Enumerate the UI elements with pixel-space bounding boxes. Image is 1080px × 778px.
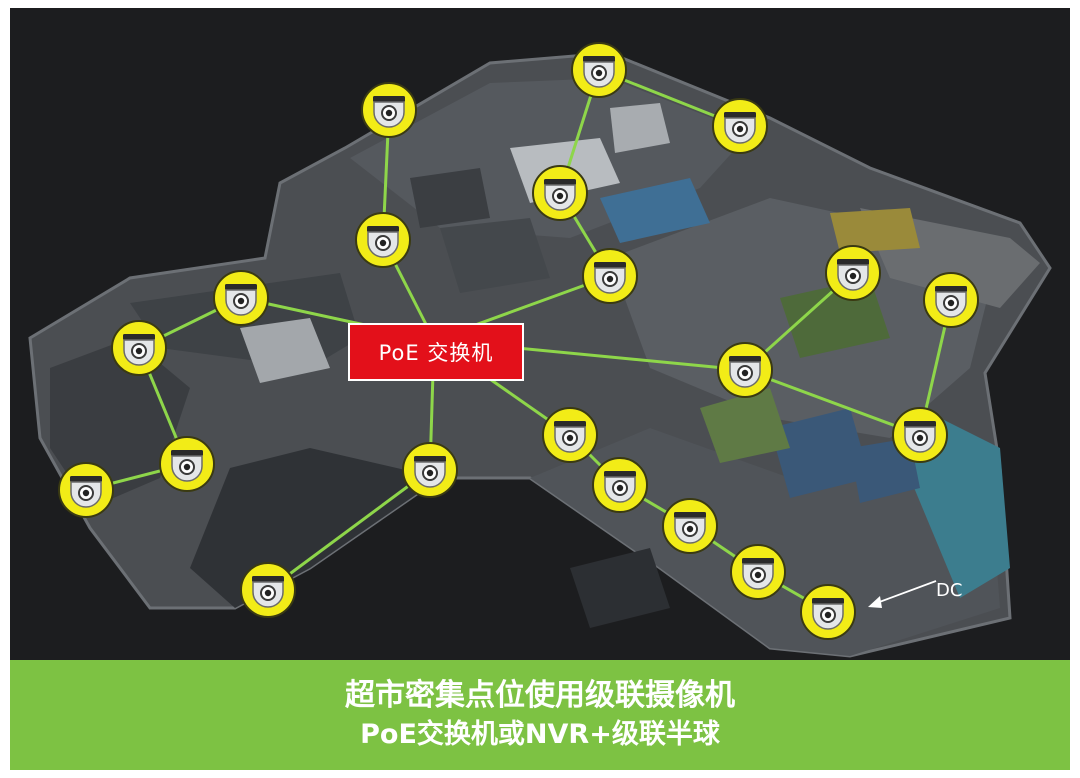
store-floorplan-scene: PoE 交换机 DC	[10, 8, 1070, 660]
dome-camera-icon	[923, 272, 979, 328]
caption-banner: 超市密集点位使用级联摄像机 PoE交换机或NVR+级联半球	[10, 660, 1070, 770]
floorplan-illustration	[28, 42, 1052, 658]
floorplan-base	[28, 51, 1052, 658]
dc-arrow	[868, 580, 937, 608]
dome-camera-icon	[662, 498, 718, 554]
banner-subtitle: PoE交换机或NVR+级联半球	[360, 719, 720, 750]
dome-camera-icon	[402, 442, 458, 498]
banner-title: 超市密集点位使用级联摄像机	[345, 678, 735, 713]
dome-camera-icon	[111, 320, 167, 376]
dome-camera-icon	[717, 342, 773, 398]
dome-camera-icon	[240, 562, 296, 618]
dome-camera-icon	[800, 584, 856, 640]
dome-camera-icon	[712, 98, 768, 154]
dome-camera-icon	[58, 462, 114, 518]
dome-camera-icon	[542, 407, 598, 463]
dome-camera-icon	[532, 165, 588, 221]
dome-camera-icon	[355, 212, 411, 268]
cascade-link	[267, 468, 431, 592]
cameras	[58, 42, 979, 640]
dome-camera-icon	[159, 436, 215, 492]
poe-switch-label: PoE 交换机	[348, 323, 524, 381]
cascade-link	[744, 368, 921, 437]
dome-camera-icon	[361, 82, 417, 138]
dome-camera-icon	[592, 457, 648, 513]
dome-camera-icon	[213, 270, 269, 326]
dc-label: DC	[936, 580, 963, 601]
dome-camera-icon	[582, 248, 638, 304]
dome-camera-icon	[825, 245, 881, 301]
dome-camera-icon	[730, 544, 786, 600]
dome-camera-icon	[571, 42, 627, 98]
dome-camera-icon	[892, 407, 948, 463]
